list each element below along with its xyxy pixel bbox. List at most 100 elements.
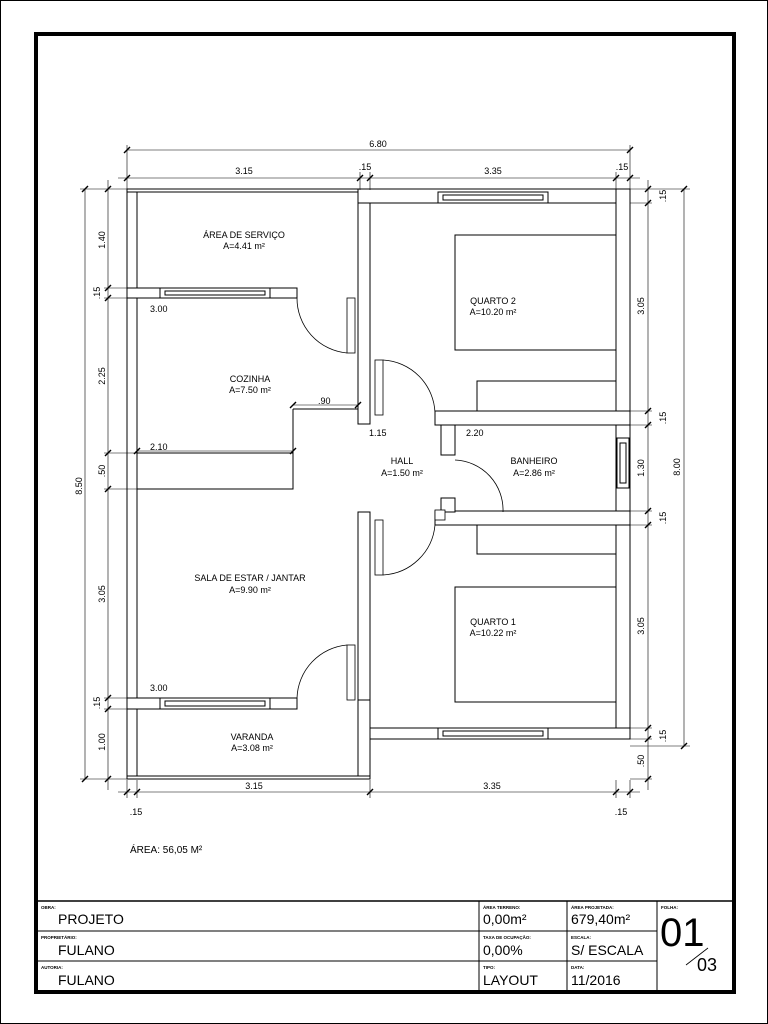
wall-varanda-east: [357, 699, 371, 780]
dimension-labels: 6.80 3.15 .15 3.35 .15 3.15 3.35 .15 .15…: [74, 139, 682, 817]
dim-left-6: .15: [92, 697, 102, 710]
door-quarto-2-swing: [382, 359, 436, 414]
folha-total: 03: [697, 955, 717, 975]
dim-kitchen-step: .90: [318, 396, 331, 406]
doors: [296, 297, 504, 701]
autoria-value: FULANO: [58, 972, 115, 988]
dim-bottom-left: 3.15: [245, 781, 263, 791]
room-name-quarto-2: QUARTO 2: [470, 296, 516, 306]
taxa-value: 0,00%: [483, 942, 523, 958]
wall-bedroom2-bath: [434, 410, 631, 426]
obra-label: OBRA:: [41, 905, 56, 910]
area-terreno-value: 0,00m²: [483, 911, 527, 927]
room-area-banheiro: A=2.86 m²: [513, 468, 555, 478]
dim-left-4: .50: [97, 465, 107, 478]
dim-right-7: .15: [658, 730, 668, 743]
wall-north-left: [126, 188, 361, 193]
data-label: DATA:: [571, 965, 585, 970]
data-value: 11/2016: [571, 972, 621, 988]
tipo-value: LAYOUT: [483, 972, 538, 988]
proprietario-label: PROPRIETÁRIO:: [41, 934, 77, 940]
window-quarto-2-sash: [442, 194, 544, 201]
proprietario-value: FULANO: [58, 942, 115, 958]
dim-hall: 1.15: [369, 428, 387, 438]
total-area: ÁREA: 56,05 M²: [130, 843, 203, 856]
wall-center-upper: [357, 188, 371, 425]
dim-overall-height: 8.50: [74, 477, 84, 495]
room-labels: ÁREA DE SERVIÇO A=4.41 m² COZINHA A=7.50…: [194, 230, 557, 753]
door-quarto-1: [374, 519, 384, 576]
room-name-sala: SALA DE ESTAR / JANTAR: [194, 573, 306, 583]
room-area-varanda: A=3.08 m²: [231, 743, 273, 753]
room-name-quarto-1: QUARTO 1: [470, 617, 516, 627]
obra-value: PROJETO: [58, 911, 124, 927]
dim-top-mid: .15: [359, 162, 372, 172]
door-laundry: [346, 297, 356, 354]
dim-top-right: 3.35: [484, 166, 502, 176]
dim-kitchen-counter: 2.10: [150, 442, 168, 452]
tipo-label: TIPO:: [483, 965, 496, 970]
dim-right-5: .15: [658, 512, 668, 525]
dim-top-left: 3.15: [235, 166, 253, 176]
title-block: [36, 900, 734, 992]
wall-bath-west-bottom: [440, 497, 456, 513]
wall-bath-west-top: [440, 424, 456, 456]
area-projetada-value: 679,40m²: [571, 911, 630, 927]
dim-right-1: .15: [658, 190, 668, 203]
window-banheiro-sash: [619, 442, 627, 484]
dim-left-5: 3.05: [97, 585, 107, 603]
escala-label: ESCALA:: [571, 935, 592, 940]
wall-south-varanda: [126, 775, 371, 780]
room-name-cozinha: COZINHA: [230, 374, 271, 384]
dim-bottom-right: 3.35: [483, 781, 501, 791]
door-varanda-swing: [296, 644, 348, 699]
dim-left-3: 2.25: [97, 367, 107, 385]
room-name-hall: HALL: [391, 456, 414, 466]
room-area-cozinha: A=7.50 m²: [229, 385, 271, 395]
door-banheiro-frame: [434, 509, 446, 521]
autoria-label: AUTORIA:: [41, 965, 63, 970]
dim-right-6: 3.05: [636, 617, 646, 635]
dimension-ticks: [81, 146, 688, 796]
area-projetada-label: ÁREA PROJETADA:: [571, 904, 614, 910]
door-banheiro-swing: [454, 459, 504, 513]
bed-quarto-1: [454, 586, 617, 703]
room-area-hall: A=1.50 m²: [381, 468, 423, 478]
dim-left-7: 1.00: [97, 733, 107, 751]
dim-top-end: .15: [616, 162, 629, 172]
dim-bottom-start: .15: [130, 807, 143, 817]
drawing-frame: [34, 32, 736, 994]
furniture: [454, 234, 617, 703]
room-name-banheiro: BANHEIRO: [510, 456, 557, 466]
escala-value: S/ ESCALA: [571, 942, 644, 958]
title-block-text: OBRA: PROJETO PROPRIETÁRIO: FULANO AUTOR…: [41, 904, 717, 988]
dim-right-4: 1.30: [636, 459, 646, 477]
room-area-quarto-1: A=10.22 m²: [470, 628, 517, 638]
room-name-varanda: VARANDA: [231, 732, 274, 742]
wall-west: [126, 188, 138, 780]
windows: [159, 191, 630, 740]
door-varanda: [346, 644, 356, 701]
wall-bath-bedroom1: [434, 510, 631, 526]
dim-left-1: 1.40: [97, 231, 107, 249]
folha-label: FOLHA:: [661, 905, 678, 910]
walls: [126, 188, 631, 780]
bed-quarto-2: [454, 234, 617, 351]
window-kitchen-sash: [164, 290, 266, 296]
dim-living-bottom: 3.00: [150, 683, 168, 693]
door-quarto-1-swing: [382, 524, 436, 576]
area-terreno-label: ÁREA TERRENO:: [483, 904, 521, 910]
wardrobe-quarto-2: [476, 380, 617, 412]
dim-left-2: .15: [92, 287, 102, 300]
kitchen-counter: [136, 452, 294, 490]
wardrobe-quarto-1: [476, 524, 617, 555]
room-area-servico: A=4.41 m²: [223, 241, 265, 251]
window-living-sash: [164, 700, 266, 707]
door-laundry-swing: [296, 297, 348, 354]
dim-right-3: .15: [658, 412, 668, 425]
dim-right-2: 3.05: [636, 297, 646, 315]
room-area-quarto-2: A=10.20 m²: [470, 307, 517, 317]
dim-right-8: .50: [636, 755, 646, 768]
